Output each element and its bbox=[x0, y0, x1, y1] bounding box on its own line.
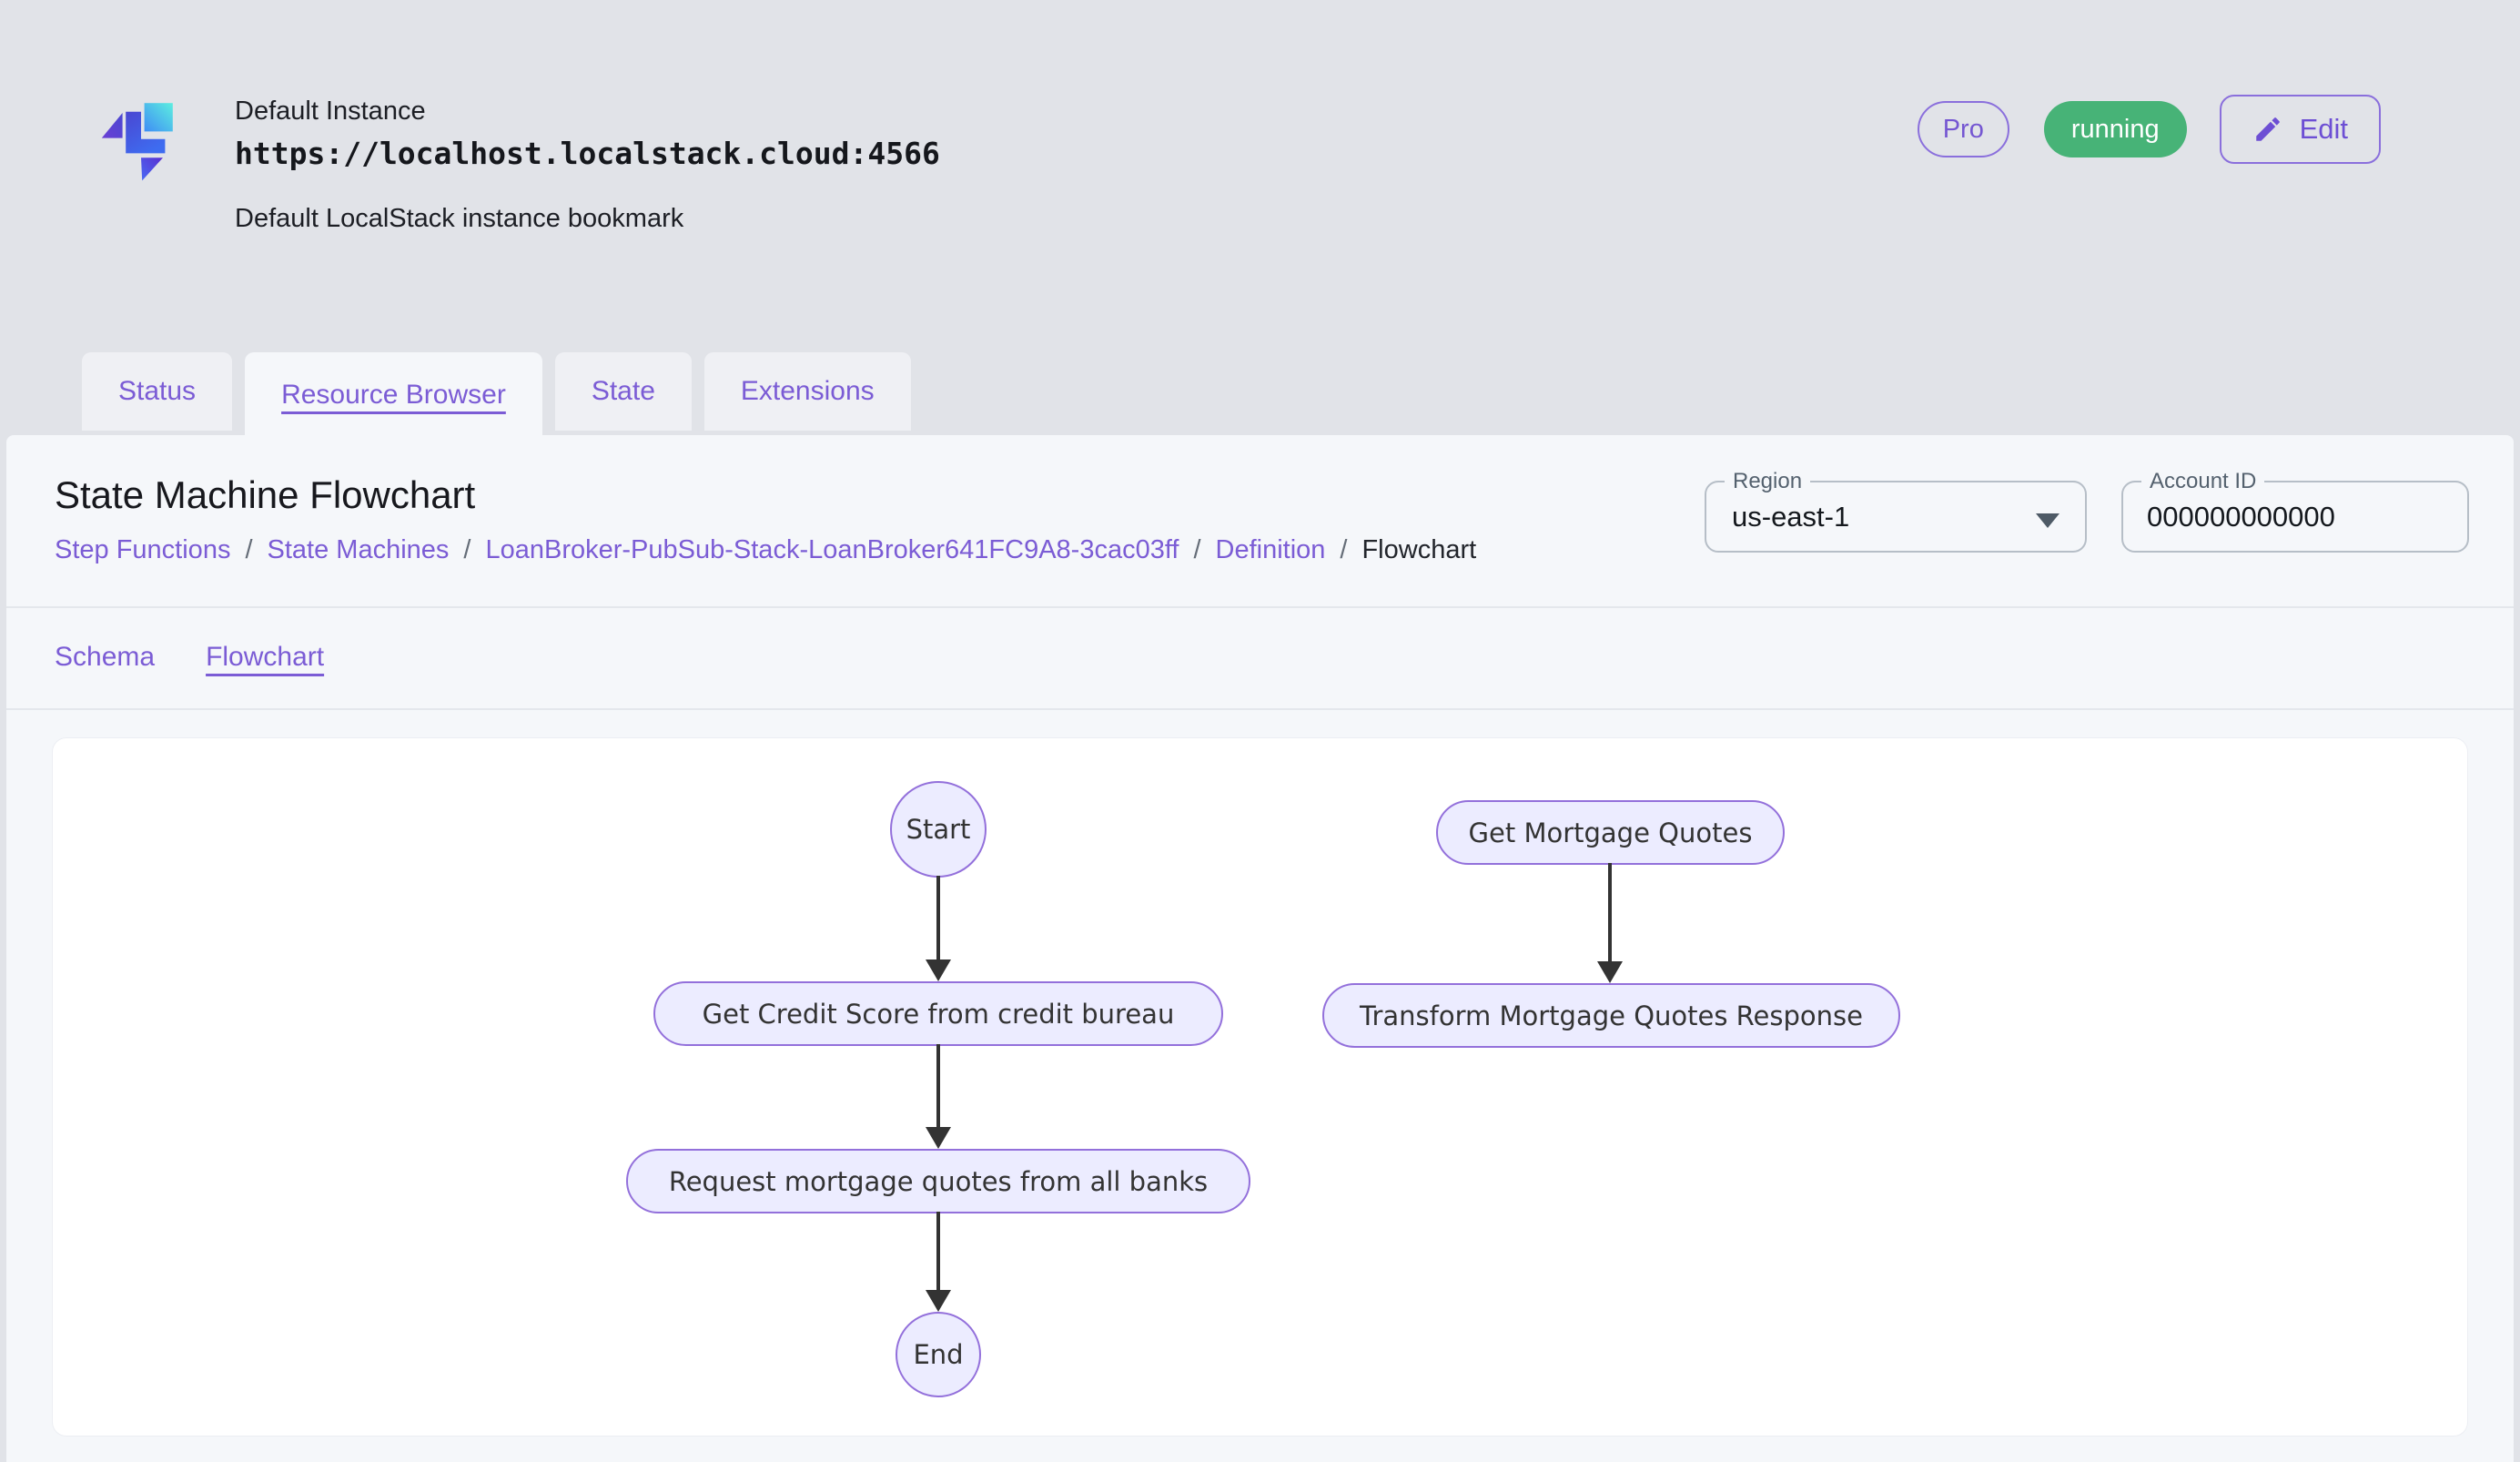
subtab-schema[interactable]: Schema bbox=[55, 642, 156, 672]
header-actions: Pro running Edit bbox=[1917, 95, 2381, 164]
flowchart-edge-line bbox=[936, 876, 940, 959]
breadcrumb-step-functions[interactable]: Step Functions bbox=[55, 535, 231, 564]
breadcrumb-state-machines[interactable]: State Machines bbox=[267, 535, 450, 564]
instance-description: Default LocalStack instance bookmark bbox=[235, 204, 684, 233]
account-id-field: Account ID bbox=[2121, 468, 2469, 553]
tab-resource-browser[interactable]: Resource Browser bbox=[245, 352, 542, 437]
breadcrumb-separator: / bbox=[245, 535, 253, 564]
main-tabs: Status Resource Browser State Extensions bbox=[82, 352, 911, 437]
account-id-label: Account ID bbox=[2141, 468, 2265, 495]
pro-badge: Pro bbox=[1917, 101, 2009, 157]
instance-header: Default Instance https://localhost.local… bbox=[0, 0, 2520, 352]
arrowhead-icon bbox=[926, 1290, 951, 1312]
flowchart-node-get-mortgage-quotes: Get Mortgage Quotes bbox=[1436, 800, 1785, 865]
chevron-down-icon bbox=[2036, 513, 2060, 528]
subtab-flowchart[interactable]: Flowchart bbox=[206, 642, 325, 672]
flowchart-node-end: End bbox=[896, 1312, 981, 1397]
edit-button[interactable]: Edit bbox=[2219, 95, 2381, 164]
tab-state[interactable]: State bbox=[554, 352, 692, 431]
breadcrumb-definition[interactable]: Definition bbox=[1215, 535, 1326, 564]
status-badge: running bbox=[2043, 101, 2187, 157]
breadcrumb-separator: / bbox=[1340, 535, 1348, 564]
flowchart-edge-line bbox=[936, 1212, 940, 1290]
region-select-label: Region bbox=[1725, 468, 1811, 495]
flowchart-edge-line bbox=[1608, 863, 1612, 961]
flowchart-card: Start Get Credit Score from credit burea… bbox=[52, 737, 2468, 1437]
tab-status[interactable]: Status bbox=[82, 352, 233, 431]
subtabs-divider bbox=[6, 708, 2514, 710]
flowchart-node-start: Start bbox=[890, 781, 987, 878]
context-fields: Region us-east-1 Account ID bbox=[1705, 468, 2469, 553]
resource-browser-panel: State Machine Flowchart Step Functions /… bbox=[6, 435, 2514, 1462]
flowchart-node-get-credit-score: Get Credit Score from credit bureau bbox=[653, 981, 1223, 1046]
flowchart-node-transform-response: Transform Mortgage Quotes Response bbox=[1322, 983, 1900, 1048]
region-select-value: us-east-1 bbox=[1732, 500, 1850, 533]
edit-button-label: Edit bbox=[2299, 113, 2348, 145]
breadcrumb-separator: / bbox=[1193, 535, 1201, 564]
breadcrumb-state-machine-name[interactable]: LoanBroker-PubSub-Stack-LoanBroker641FC9… bbox=[485, 535, 1179, 564]
tab-extensions[interactable]: Extensions bbox=[703, 352, 911, 431]
arrowhead-icon bbox=[926, 959, 951, 981]
pencil-icon bbox=[2255, 117, 2280, 141]
breadcrumb-flowchart: Flowchart bbox=[1361, 535, 1477, 564]
arrowhead-icon bbox=[1597, 961, 1623, 983]
instance-info: Default Instance https://localhost.local… bbox=[235, 96, 940, 234]
instance-name: Default Instance bbox=[235, 96, 426, 126]
flowchart-node-request-quotes: Request mortgage quotes from all banks bbox=[626, 1149, 1250, 1213]
flowchart-edge-line bbox=[936, 1044, 940, 1127]
arrowhead-icon bbox=[926, 1127, 951, 1149]
breadcrumb-separator: / bbox=[463, 535, 471, 564]
definition-subtabs: Schema Flowchart bbox=[55, 606, 324, 708]
header-divider bbox=[6, 606, 2514, 608]
panel-header: State Machine Flowchart Step Functions /… bbox=[6, 435, 2514, 606]
localstack-logo bbox=[101, 103, 173, 181]
region-select[interactable]: Region us-east-1 bbox=[1705, 468, 2087, 553]
instance-url: https://localhost.localstack.cloud:4566 bbox=[235, 136, 940, 171]
breadcrumb: Step Functions / State Machines / LoanBr… bbox=[55, 535, 1476, 565]
page-title: State Machine Flowchart bbox=[55, 473, 476, 516]
